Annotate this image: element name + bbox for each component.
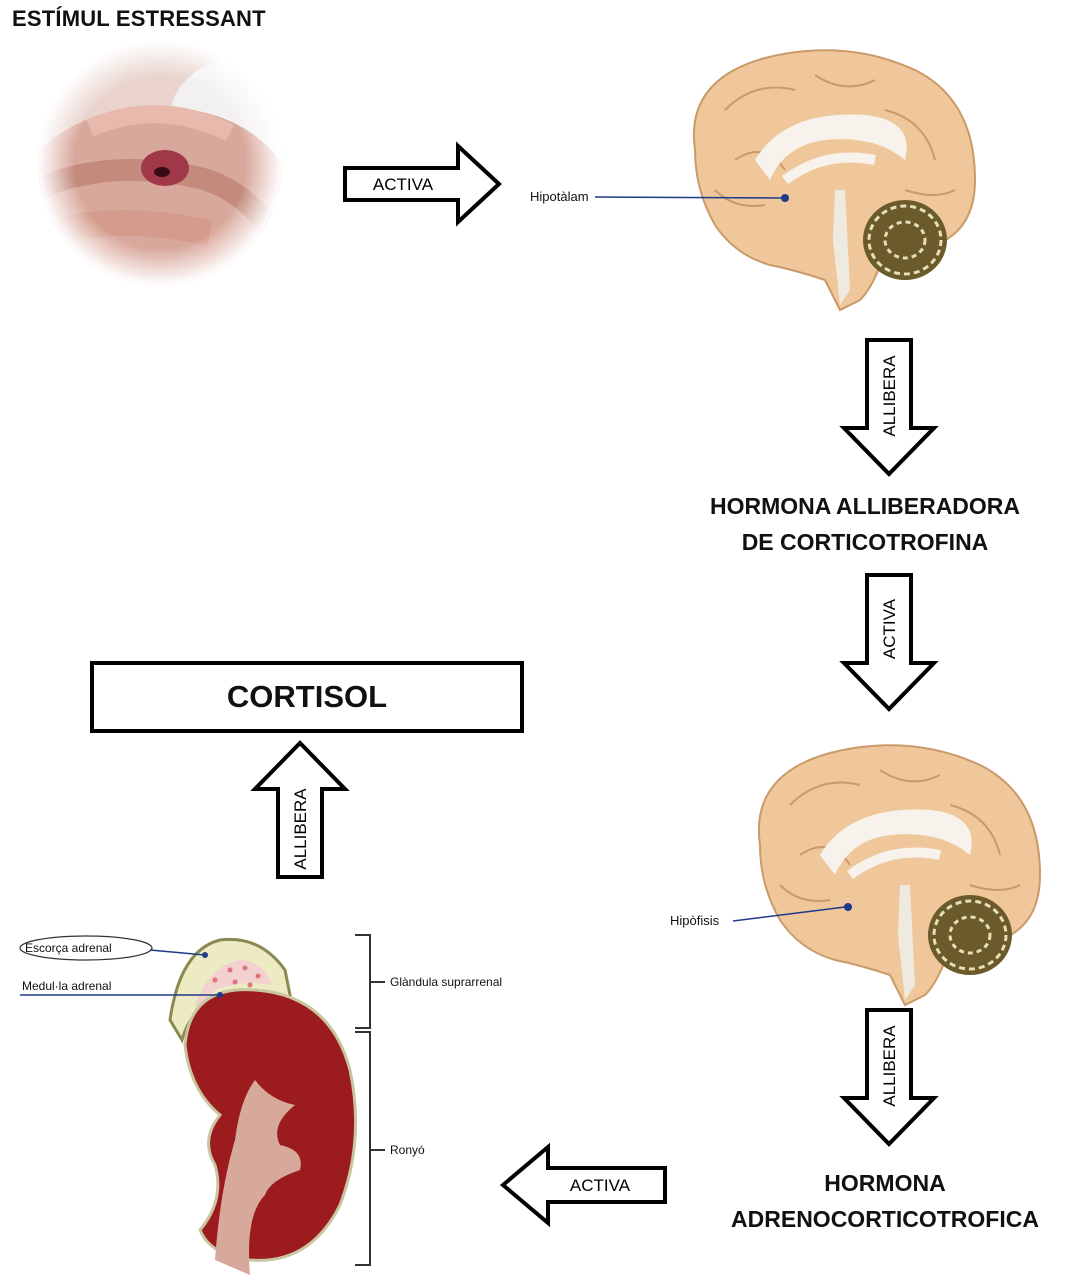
adrenal-medulla-label: Medul·la adrenal: [22, 979, 111, 993]
hormone-acth-line1: HORMONA: [690, 1165, 1080, 1201]
cortisol-label: CORTISOL: [227, 679, 387, 715]
arrow-activa-3-label: ACTIVA: [570, 1176, 631, 1195]
hypothalamus-pointer: Hipotàlam: [520, 183, 720, 213]
brain-illustration-2: [740, 735, 1050, 1015]
hormone-crh-line1: HORMONA ALLIBERADORA: [680, 488, 1050, 524]
hormone-crh-line2: DE CORTICOTROFINA: [680, 524, 1050, 560]
pituitary-label: Hipòfisis: [670, 913, 720, 928]
kidney-adrenal-illustration: Escorça adrenal Medul·la adrenal Glàndul…: [10, 930, 550, 1275]
diagram-title: ESTÍMUL ESTRESSANT: [12, 6, 266, 32]
arrow-allibera-1-label: ALLIBERA: [880, 355, 899, 437]
arrow-allibera-2: ALLIBERA: [841, 1008, 941, 1148]
hormone-crh: HORMONA ALLIBERADORA DE CORTICOTROFINA: [680, 488, 1050, 560]
pituitary-pointer: Hipòfisis: [665, 905, 865, 935]
arrow-allibera-3-label: ALLIBERA: [291, 788, 310, 870]
arrow-activa-2-label: ACTIVA: [880, 598, 899, 659]
hypothalamus-label: Hipotàlam: [530, 189, 589, 204]
stress-stimulus-photo: [30, 38, 290, 298]
brain-illustration-1: [675, 40, 985, 320]
arrow-activa-1: ACTIVA: [343, 144, 503, 224]
hormone-acth-line2: ADRENOCORTICOTROFICA: [690, 1201, 1080, 1237]
arrow-allibera-1: ALLIBERA: [841, 338, 941, 478]
adrenal-gland-label: Glàndula suprarrenal: [390, 975, 502, 989]
adrenal-cortex-label: Escorça adrenal: [25, 941, 112, 955]
hormone-acth: HORMONA ADRENOCORTICOTROFICA: [690, 1165, 1080, 1237]
arrow-allibera-2-label: ALLIBERA: [880, 1025, 899, 1107]
arrow-allibera-3: ALLIBERA: [252, 741, 352, 881]
cortisol-box: CORTISOL: [90, 661, 524, 733]
arrow-activa-2: ACTIVA: [841, 573, 941, 713]
arrow-activa-1-label: ACTIVA: [373, 175, 434, 194]
kidney-label: Ronyó: [390, 1143, 425, 1157]
